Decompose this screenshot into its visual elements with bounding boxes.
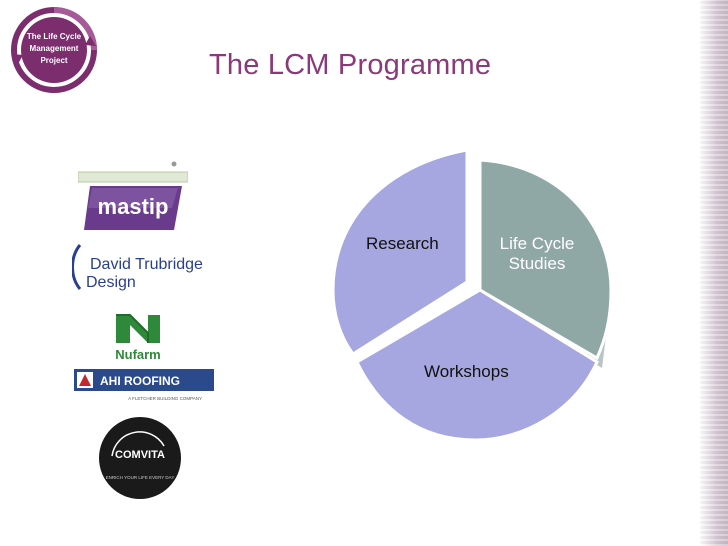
life-cycle-label-line-2: Studies xyxy=(508,254,566,273)
lcm-project-logo: The Life Cycle Management Project xyxy=(11,7,97,93)
mastip-logo: mastip xyxy=(78,161,188,230)
comvita-text: COMVITA xyxy=(115,449,165,461)
mastip-text: mastip xyxy=(98,194,169,219)
life-cycle-studies-label: Life Cycle Studies xyxy=(490,234,584,274)
segment-research xyxy=(331,148,469,357)
segment-workshops xyxy=(355,288,599,440)
comvita-logo: COMVITA ENRICH YOUR LIFE EVERY DAY xyxy=(99,417,181,499)
trubridge-line-1: David Trubridge xyxy=(90,256,203,273)
decorative-side-strip xyxy=(700,0,728,546)
trubridge-line-2: Design xyxy=(86,274,136,291)
lcm-cycle-diagram xyxy=(331,148,613,440)
ahi-roofing-logo: AHI ROOFING A FLETCHER BUILDING COMPANY xyxy=(74,369,214,401)
nufarm-logo: Nufarm xyxy=(115,314,161,362)
research-label: Research xyxy=(366,234,439,253)
ahi-text: AHI ROOFING xyxy=(100,374,180,388)
slide-title: The LCM Programme xyxy=(209,49,492,81)
comvita-tagline: ENRICH YOUR LIFE EVERY DAY xyxy=(106,475,175,480)
workshops-label: Workshops xyxy=(424,362,509,381)
life-cycle-label-line-1: Life Cycle xyxy=(499,234,575,253)
david-trubridge-logo: David Trubridge Design xyxy=(72,244,203,291)
logo-line-1: The Life Cycle xyxy=(27,32,82,41)
logo-line-3: Project xyxy=(40,56,67,65)
nufarm-text: Nufarm xyxy=(115,347,161,362)
logo-line-2: Management xyxy=(30,44,79,53)
ahi-tagline: A FLETCHER BUILDING COMPANY xyxy=(128,396,202,401)
